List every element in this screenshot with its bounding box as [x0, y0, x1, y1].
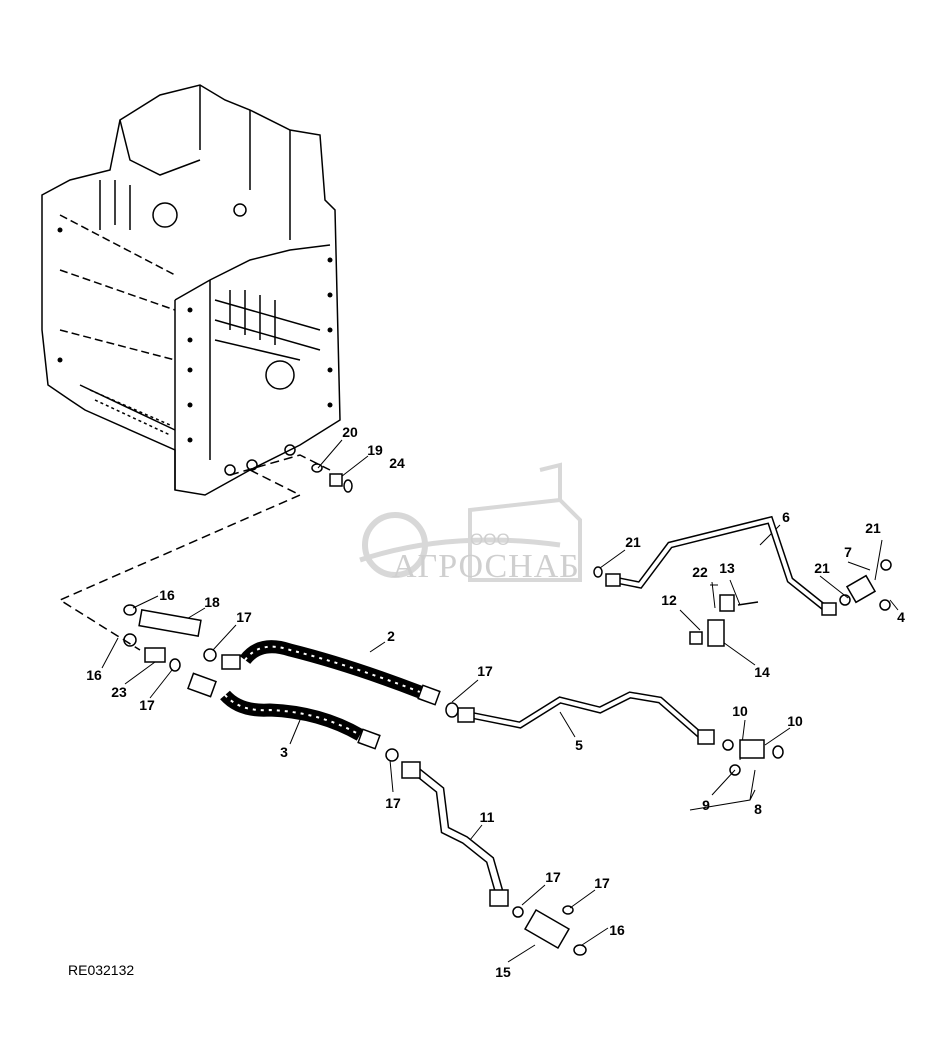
reference-lines	[58, 454, 331, 651]
watermark-name: АГРОСНАБ	[392, 548, 580, 585]
watermark-prefix: ООО	[470, 530, 510, 549]
callout-label: 23	[111, 684, 127, 700]
tube-6	[605, 515, 837, 616]
callout-label: 4	[897, 609, 905, 625]
callout-label: 16	[86, 667, 102, 683]
callout-label: 3	[280, 744, 288, 760]
o-rings	[123, 463, 892, 956]
callout-label: 19	[367, 442, 383, 458]
callout-label: 18	[204, 594, 220, 610]
callout-label: 17	[594, 875, 610, 891]
hose-3	[187, 672, 381, 750]
callout-label: 8	[754, 801, 762, 817]
diagram-code: RE032132	[68, 962, 135, 978]
callout-label: 15	[495, 964, 511, 980]
callout-label: 6	[782, 509, 790, 525]
hose-2	[221, 640, 441, 706]
callout-label: 16	[159, 587, 175, 603]
tube-11	[401, 761, 509, 907]
callout-label: 17	[385, 795, 401, 811]
callout-label: 24	[389, 455, 405, 471]
callout-label: 7	[844, 544, 852, 560]
callout-label: 21	[865, 520, 881, 536]
callout-label: 22	[692, 564, 708, 580]
callout-label: 21	[625, 534, 641, 550]
watermark-logo	[359, 462, 582, 582]
callout-label: 17	[545, 869, 561, 885]
callout-label: 17	[236, 609, 252, 625]
callout-label: 21	[814, 560, 830, 576]
callout-label: 10	[787, 713, 803, 729]
callout-label: 13	[719, 560, 735, 576]
callout-label: 9	[702, 797, 710, 813]
tube-5	[457, 691, 715, 745]
transmission-housing	[41, 84, 341, 496]
callout-label: 17	[477, 663, 493, 679]
callout-label: 14	[754, 664, 770, 680]
callout-label: 20	[342, 424, 358, 440]
callout-label: 2	[387, 628, 395, 644]
callout-label: 5	[575, 737, 583, 753]
callout-label: 12	[661, 592, 677, 608]
fittings	[138, 473, 877, 950]
callout-label: 16	[609, 922, 625, 938]
callout-label: 11	[479, 809, 495, 825]
callout-label: 17	[139, 697, 155, 713]
callout-label: 10	[732, 703, 748, 719]
